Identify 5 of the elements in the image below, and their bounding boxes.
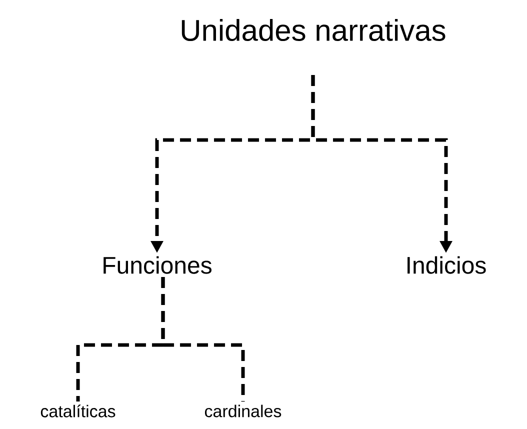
node-label: Unidades narrativas (182, 19, 446, 42)
node-label: cardinales (204, 404, 282, 418)
node-label: catalíticas (40, 404, 116, 418)
node-label: Indicios (408, 256, 486, 274)
node-label: Funciones (104, 256, 212, 274)
